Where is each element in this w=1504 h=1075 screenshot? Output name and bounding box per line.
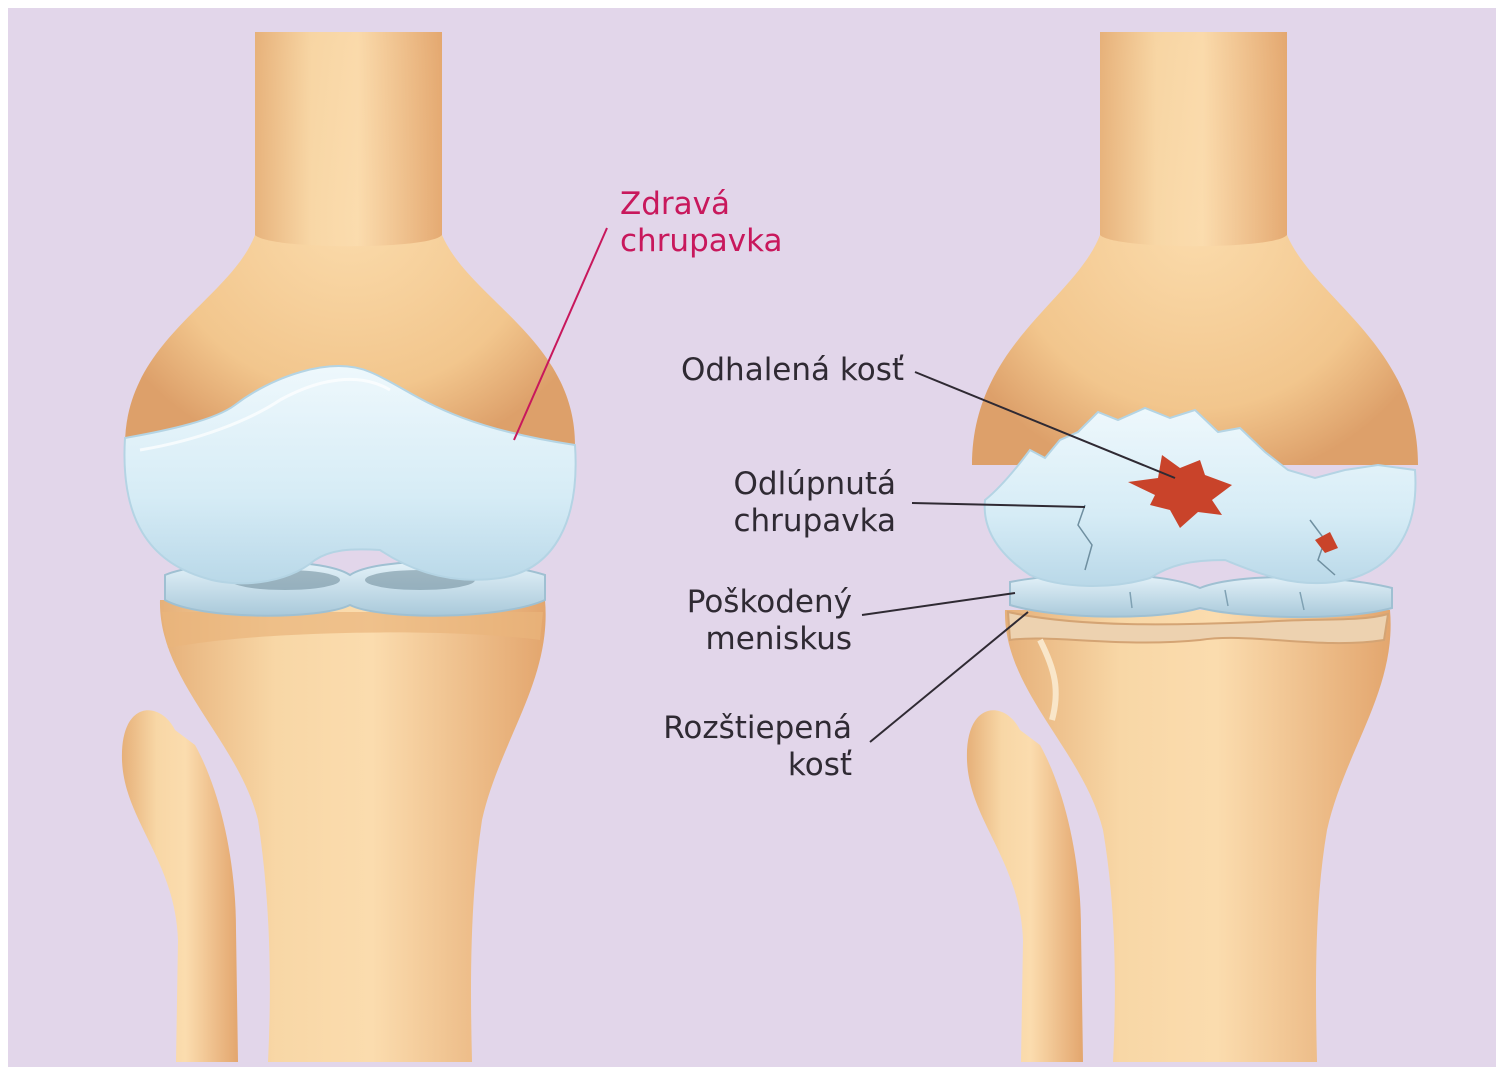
damaged-meniscus-line1: Poškodený (687, 584, 852, 621)
split-bone-line2: kosť (663, 747, 852, 784)
healthy-cartilage-line1: Zdravá (620, 186, 783, 223)
peeled-cartilage-line2: chrupavka (733, 503, 896, 540)
healthy-cartilage-label: Zdravá chrupavka (620, 186, 783, 260)
peeled-cartilage-label: Odlúpnutá chrupavka (733, 466, 896, 540)
damaged-meniscus-line2: meniskus (687, 621, 852, 658)
split-bone-line1: Rozštiepená (663, 710, 852, 747)
damaged-meniscus-label: Poškodený meniskus (687, 584, 852, 658)
healthy-cartilage-line2: chrupavka (620, 223, 783, 260)
exposed-bone-label: Odhalená kosť (681, 352, 904, 389)
peeled-cartilage-line1: Odlúpnutá (733, 466, 896, 503)
exposed-bone-line1: Odhalená kosť (681, 352, 904, 389)
split-bone-label: Rozštiepená kosť (663, 710, 852, 784)
